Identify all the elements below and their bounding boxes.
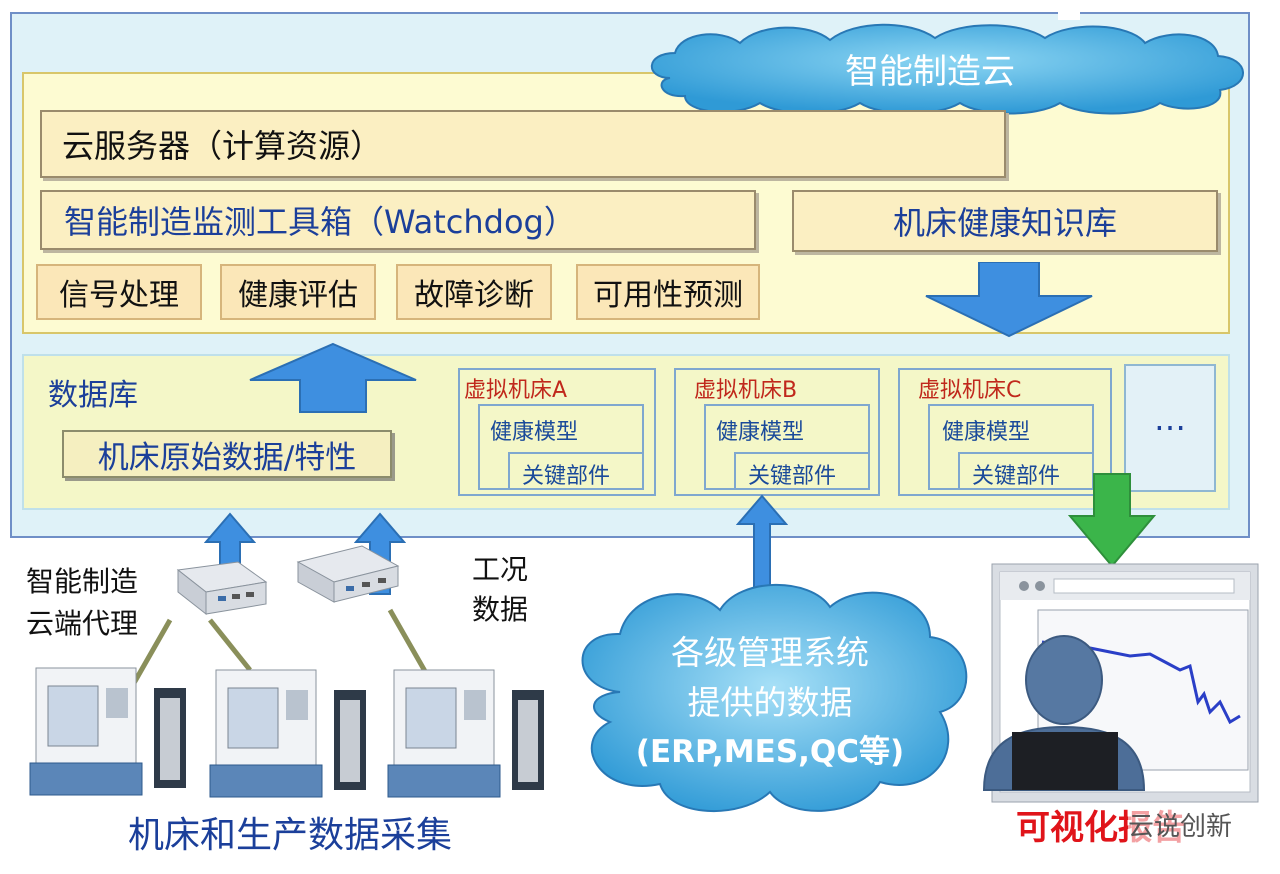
cables (127, 608, 433, 692)
server-label: 云服务器（计算资源） (62, 127, 383, 165)
health-model-b-label: 健康模型 (716, 420, 805, 445)
tool-signal-processing: 信号处理 (36, 264, 202, 320)
virtual-machine-a-title: 虚拟机床A (464, 378, 568, 403)
work-condition-label-2: 数据 (472, 593, 529, 626)
health-model-c-label: 健康模型 (942, 420, 1031, 445)
upload-arrow-2-icon (354, 512, 406, 595)
knowledge-base-label: 机床健康知识库 (892, 204, 1117, 242)
cloud-agent-label-1: 智能制造 (26, 560, 139, 600)
toolbox-bar: 智能制造监测工具箱（Watchdog） (40, 190, 756, 250)
raw-data-bar: 机床原始数据/特性 (62, 430, 392, 478)
arrow-up-icon (249, 342, 417, 413)
top-notch (1058, 0, 1080, 20)
person-icon (982, 635, 1146, 791)
visualization-arrow-icon (1068, 473, 1156, 568)
toolbox-label: 智能制造监测工具箱（Watchdog） (64, 203, 576, 241)
tool-availability-prediction: 可用性预测 (576, 264, 760, 320)
cloud-agent-label-2: 云端代理 (26, 602, 139, 642)
arrow-down-icon (925, 262, 1093, 338)
key-component-c-box (958, 452, 1094, 490)
more-machines-label: … (1154, 400, 1186, 438)
management-line-3: (ERP,MES,QC等) (635, 734, 905, 770)
health-model-a-label: 健康模型 (490, 420, 579, 445)
key-component-b-label: 关键部件 (748, 464, 837, 489)
gateway-device-2-icon (296, 545, 400, 603)
cnc-machine-1-icon (29, 667, 186, 796)
knowledge-base-bar: 机床健康知识库 (792, 190, 1218, 252)
virtual-machine-b (674, 368, 880, 496)
key-component-b-box (734, 452, 870, 490)
watermark-text: 云说创新 (1128, 806, 1233, 843)
data-collection-label: 机床和生产数据采集 (128, 815, 453, 856)
key-component-a-label: 关键部件 (522, 464, 611, 489)
management-cloud-shape (581, 583, 968, 813)
database-title: 数据库 (48, 378, 138, 413)
tool-fault-diagnosis: 故障诊断 (396, 264, 552, 320)
virtual-machine-c-title: 虚拟机床C (918, 378, 1022, 403)
cnc-machine-2-icon (209, 669, 366, 798)
server-bar: 云服务器（计算资源） (40, 110, 1006, 178)
more-machines-box (1124, 364, 1216, 492)
virtual-machine-b-title: 虚拟机床B (694, 378, 798, 403)
key-component-c-label: 关键部件 (972, 464, 1061, 489)
key-component-a-box (508, 452, 644, 490)
cnc-machine-3-icon (387, 669, 544, 798)
management-line-2: 提供的数据 (687, 683, 853, 722)
raw-data-label: 机床原始数据/特性 (97, 439, 357, 476)
gateway-device-1-icon (176, 561, 268, 616)
tool-health-assessment: 健康评估 (220, 264, 376, 320)
work-condition-label-1: 工况 (472, 553, 529, 586)
virtual-machine-c (898, 368, 1112, 496)
management-line-1: 各级管理系统 (671, 633, 869, 672)
virtual-machine-a (458, 368, 656, 496)
cloud-title: 智能制造云 (845, 52, 1015, 92)
